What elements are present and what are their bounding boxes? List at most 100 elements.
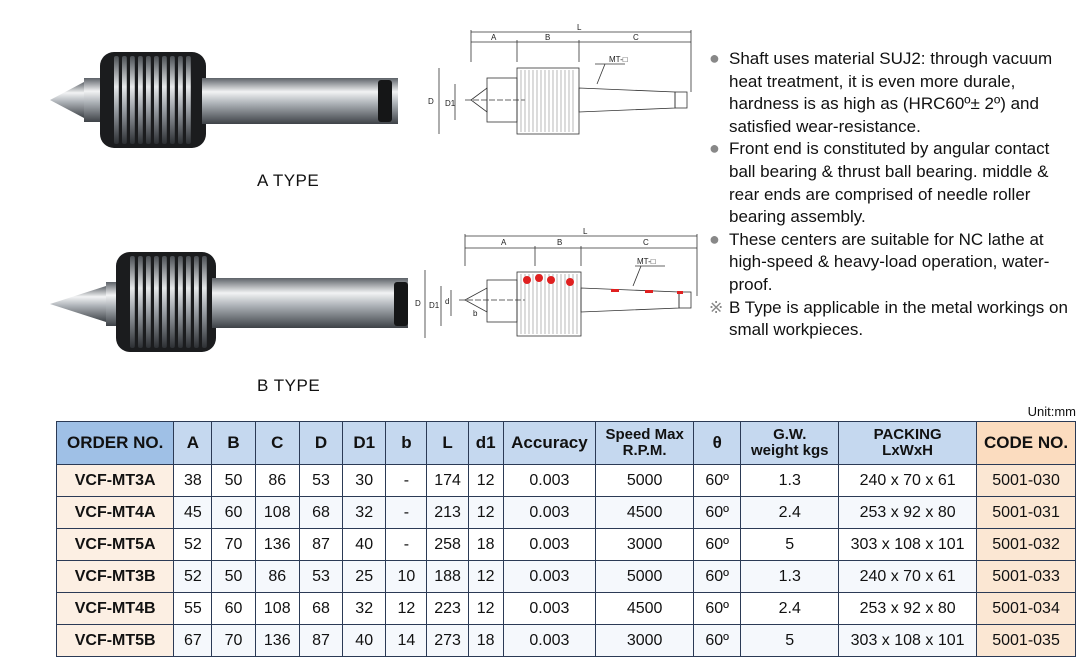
- cell-d1: 12: [467, 496, 504, 529]
- cell-d1: 32: [342, 592, 387, 625]
- type-b-label: B TYPE: [257, 376, 321, 395]
- cell-l: 174: [426, 464, 469, 497]
- cell-b: 50: [211, 560, 256, 593]
- cell-code: 5001-032: [976, 528, 1076, 561]
- cell-d1: 18: [467, 624, 504, 657]
- feature-text: B Type is applicable in the metal workin…: [729, 297, 1068, 340]
- cell-gw: 2.4: [740, 592, 840, 625]
- cell-b: 60: [211, 592, 256, 625]
- cell-packing: 253 x 92 x 80: [838, 592, 978, 625]
- col-gw: G.W.weight kgs: [740, 421, 840, 465]
- svg-text:B: B: [557, 238, 562, 247]
- cell-d: 53: [298, 560, 344, 593]
- cell-accuracy: 0.003: [502, 464, 597, 497]
- cell-b: -: [385, 496, 428, 529]
- cell-theta: 60º: [693, 528, 742, 561]
- cell-c: 86: [254, 560, 300, 593]
- feature-item: ● These centers are suitable for NC lathe…: [708, 229, 1080, 297]
- cell-order: VCF-MT3B: [55, 560, 175, 593]
- bullet-icon: ●: [709, 48, 720, 68]
- cell-a: 55: [173, 592, 213, 625]
- type-a-drawing: A B C L D D1 MT-□: [425, 22, 705, 152]
- cell-d: 53: [298, 464, 344, 497]
- cell-code: 5001-033: [976, 560, 1076, 593]
- svg-text:L: L: [577, 23, 582, 32]
- cell-d1: 40: [342, 624, 387, 657]
- cell-gw: 2.4: [740, 496, 840, 529]
- cell-d: 68: [298, 496, 344, 529]
- cell-gw: 5: [740, 528, 840, 561]
- cell-packing: 303 x 108 x 101: [838, 624, 978, 657]
- cell-b: 70: [211, 528, 256, 561]
- svg-text:B: B: [545, 33, 550, 42]
- feature-list: ●Shaft uses material SUJ2: through vacuu…: [708, 48, 1080, 342]
- cell-a: 52: [173, 528, 213, 561]
- col-order: ORDER NO.: [55, 421, 175, 465]
- cell-a: 67: [173, 624, 213, 657]
- cell-speed: 3000: [595, 624, 695, 657]
- svg-text:D: D: [415, 299, 421, 308]
- col-theta: θ: [693, 421, 742, 465]
- cell-d1: 12: [467, 592, 504, 625]
- svg-text:D: D: [428, 97, 434, 106]
- svg-text:A: A: [501, 238, 507, 247]
- bullet-icon: ●: [709, 228, 720, 249]
- cell-a: 38: [173, 464, 213, 497]
- cell-speed: 4500: [595, 496, 695, 529]
- cell-a: 45: [173, 496, 213, 529]
- cell-d1: 25: [342, 560, 387, 593]
- cell-code: 5001-035: [976, 624, 1076, 657]
- cell-speed: 3000: [595, 528, 695, 561]
- cell-accuracy: 0.003: [502, 624, 597, 657]
- svg-text:D1: D1: [445, 99, 456, 108]
- cell-order: VCF-MT4A: [55, 496, 175, 529]
- cell-b: 60: [211, 496, 256, 529]
- cell-order: VCF-MT3A: [55, 464, 175, 497]
- bullet-icon: ●: [709, 138, 720, 159]
- cell-d1: 18: [467, 528, 504, 561]
- svg-text:A: A: [491, 33, 497, 42]
- cell-accuracy: 0.003: [502, 592, 597, 625]
- cell-speed: 5000: [595, 464, 695, 497]
- spec-table: ORDER NO. A B C D D1 b L d1 Accuracy Spe…: [55, 421, 1076, 657]
- svg-text:L: L: [583, 227, 588, 236]
- cell-c: 108: [254, 496, 300, 529]
- col-l: L: [426, 421, 469, 465]
- cell-d: 68: [298, 592, 344, 625]
- cell-d1: 40: [342, 528, 387, 561]
- col-c: C: [254, 421, 300, 465]
- cell-l: 273: [426, 624, 469, 657]
- col-d1-small: d1: [467, 421, 504, 465]
- feature-text: These centers are suitable for NC lathe …: [729, 229, 1050, 294]
- cell-gw: 1.3: [740, 560, 840, 593]
- cell-accuracy: 0.003: [502, 560, 597, 593]
- cell-gw: 5: [740, 624, 840, 657]
- cell-code: 5001-031: [976, 496, 1076, 529]
- cell-theta: 60º: [693, 464, 742, 497]
- cell-d1: 12: [467, 464, 504, 497]
- col-a: A: [173, 421, 213, 465]
- type-b-photo: [48, 240, 418, 370]
- cell-d1: 30: [342, 464, 387, 497]
- cell-b: 12: [385, 592, 428, 625]
- type-a-label: A TYPE: [257, 171, 320, 190]
- cell-b: 70: [211, 624, 256, 657]
- cell-packing: 240 x 70 x 61: [838, 464, 978, 497]
- unit-label: Unit:mm: [1027, 404, 1076, 419]
- note-icon: ※: [709, 297, 724, 317]
- cell-theta: 60º: [693, 624, 742, 657]
- type-a-photo: [48, 38, 408, 168]
- cell-theta: 60º: [693, 592, 742, 625]
- col-b-small: b: [385, 421, 428, 465]
- cell-c: 136: [254, 528, 300, 561]
- svg-text:MT-□: MT-□: [609, 55, 628, 64]
- cell-b: -: [385, 528, 428, 561]
- cell-packing: 303 x 108 x 101: [838, 528, 978, 561]
- cell-l: 188: [426, 560, 469, 593]
- cell-packing: 253 x 92 x 80: [838, 496, 978, 529]
